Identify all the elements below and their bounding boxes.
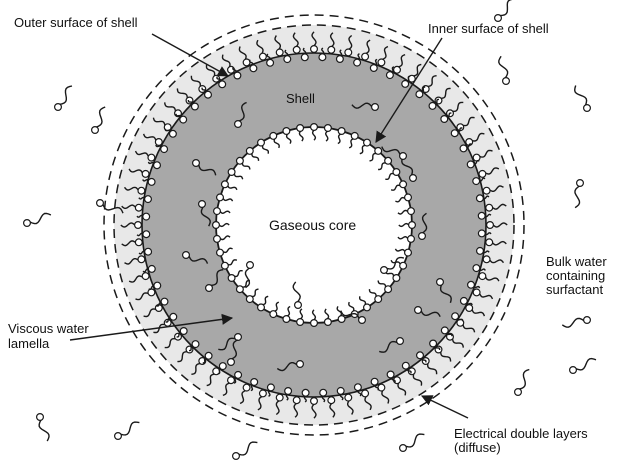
surfactant-bulk-water — [562, 317, 590, 328]
double-layer-label-line1: Electrical double layers — [454, 426, 588, 441]
surfactant-bulk-water — [495, 0, 515, 21]
surfactant-bulk-water — [515, 370, 530, 396]
outer-surface-label: Outer surface of shell — [14, 15, 138, 30]
surfactant-bulk-water — [37, 414, 49, 442]
double-layer-arrow — [422, 396, 468, 418]
surfactant-bulk-water — [400, 434, 425, 451]
shell-label: Shell — [286, 91, 315, 106]
surfactant-bulk-water — [499, 56, 510, 84]
double-layer-label-line2: (diffuse) — [454, 440, 501, 455]
surfactant-bulk-water — [55, 86, 72, 110]
surfactant-bulk-water — [24, 213, 51, 226]
surfactant-bulk-water — [570, 359, 596, 374]
surfactant-bulk-water — [575, 180, 583, 208]
surfactant-bulk-water — [233, 442, 258, 459]
surfactant-bulk-water — [92, 107, 106, 133]
bulk-water-label-line3: surfactant — [546, 282, 603, 297]
inner-surface-label: Inner surface of shell — [428, 21, 549, 36]
lamella-label-line2: lamella — [8, 336, 50, 351]
surfactant-bulk-water — [115, 422, 140, 439]
lamella-label-line1: Viscous water — [8, 321, 89, 336]
bulk-water-label-line1: Bulk water — [546, 254, 607, 269]
core-label: Gaseous core — [269, 217, 356, 233]
bulk-water-label-line2: containing — [546, 268, 605, 283]
surfactant-bulk-water — [575, 86, 591, 112]
